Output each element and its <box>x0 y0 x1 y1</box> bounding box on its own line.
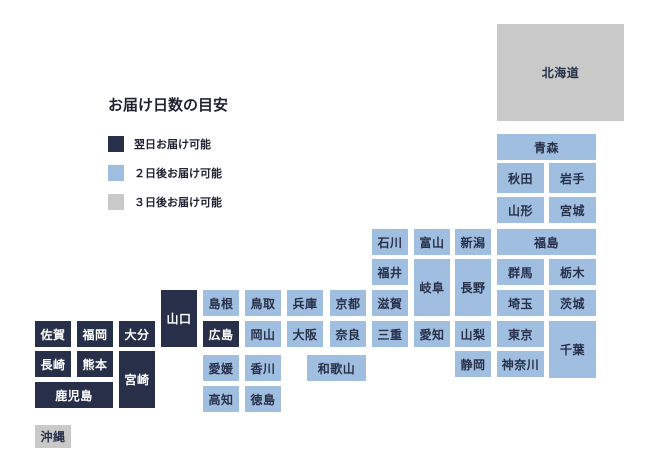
prefecture-saga: 佐賀 <box>35 321 71 347</box>
prefecture-kanagawa: 神奈川 <box>497 351 544 377</box>
prefecture-ehime: 愛媛 <box>203 355 239 381</box>
legend-label-two-days: ２日後お届け可能 <box>134 167 222 180</box>
prefecture-tokyo: 東京 <box>497 321 544 347</box>
prefecture-fukuoka: 福岡 <box>77 321 113 347</box>
prefecture-ishikawa: 石川 <box>372 229 408 255</box>
prefecture-okinawa: 沖縄 <box>35 425 71 448</box>
legend-item-three-days: ３日後お届け可能 <box>108 193 222 211</box>
prefecture-shiga: 滋賀 <box>372 290 408 316</box>
prefecture-hiroshima: 広島 <box>203 321 239 347</box>
legend-swatch-two-days <box>108 165 124 181</box>
prefecture-osaka: 大阪 <box>287 321 323 347</box>
prefecture-kochi: 高知 <box>203 386 239 412</box>
prefecture-tottori: 鳥取 <box>245 290 281 316</box>
prefecture-okayama: 岡山 <box>245 321 281 347</box>
prefecture-iwate: 岩手 <box>549 163 596 193</box>
prefecture-tokushima: 徳島 <box>245 386 281 412</box>
prefecture-wakayama: 和歌山 <box>307 355 366 381</box>
prefecture-toyama: 富山 <box>414 229 450 255</box>
prefecture-kagoshima: 鹿児島 <box>35 382 113 408</box>
prefecture-hokkaido: 北海道 <box>497 24 624 121</box>
prefecture-nara: 奈良 <box>330 321 366 347</box>
prefecture-miyazaki: 宮崎 <box>119 351 155 408</box>
prefecture-kumamoto: 熊本 <box>77 351 113 377</box>
prefecture-fukushima: 福島 <box>497 229 596 255</box>
prefecture-fukui: 福井 <box>372 259 408 285</box>
prefecture-gifu: 岐阜 <box>414 259 450 316</box>
legend-label-three-days: ３日後お届け可能 <box>134 196 222 209</box>
prefecture-niigata: 新潟 <box>455 229 491 255</box>
prefecture-yamanashi: 山梨 <box>455 321 491 347</box>
prefecture-ibaraki: 茨城 <box>549 290 596 316</box>
prefecture-shizuoka: 静岡 <box>455 351 491 377</box>
prefecture-saitama: 埼玉 <box>497 290 544 316</box>
prefecture-kagawa: 香川 <box>245 355 281 381</box>
prefecture-gunma: 群馬 <box>497 259 544 285</box>
legend-swatch-next-day <box>108 136 124 152</box>
legend-item-next-day: 翌日お届け可能 <box>108 135 211 153</box>
prefecture-hyogo: 兵庫 <box>287 290 323 316</box>
legend-title: お届け日数の目安 <box>108 96 229 114</box>
prefecture-nagano: 長野 <box>455 259 491 316</box>
prefecture-yamagata: 山形 <box>497 197 544 223</box>
legend-swatch-three-days <box>108 194 124 210</box>
legend-label-next-day: 翌日お届け可能 <box>134 138 211 151</box>
prefecture-mie: 三重 <box>372 321 408 347</box>
prefecture-aomori: 青森 <box>497 134 596 160</box>
prefecture-kyoto: 京都 <box>330 290 366 316</box>
prefecture-akita: 秋田 <box>497 163 544 193</box>
legend-item-two-days: ２日後お届け可能 <box>108 164 222 182</box>
prefecture-tochigi: 栃木 <box>549 259 596 285</box>
prefecture-shimane: 島根 <box>203 290 239 316</box>
prefecture-nagasaki: 長崎 <box>35 351 71 377</box>
prefecture-miyagi: 宮城 <box>549 197 596 223</box>
prefecture-yamaguchi: 山口 <box>161 290 197 347</box>
prefecture-oita: 大分 <box>119 321 155 347</box>
prefecture-aichi: 愛知 <box>414 321 450 347</box>
prefecture-chiba: 千葉 <box>549 321 596 378</box>
